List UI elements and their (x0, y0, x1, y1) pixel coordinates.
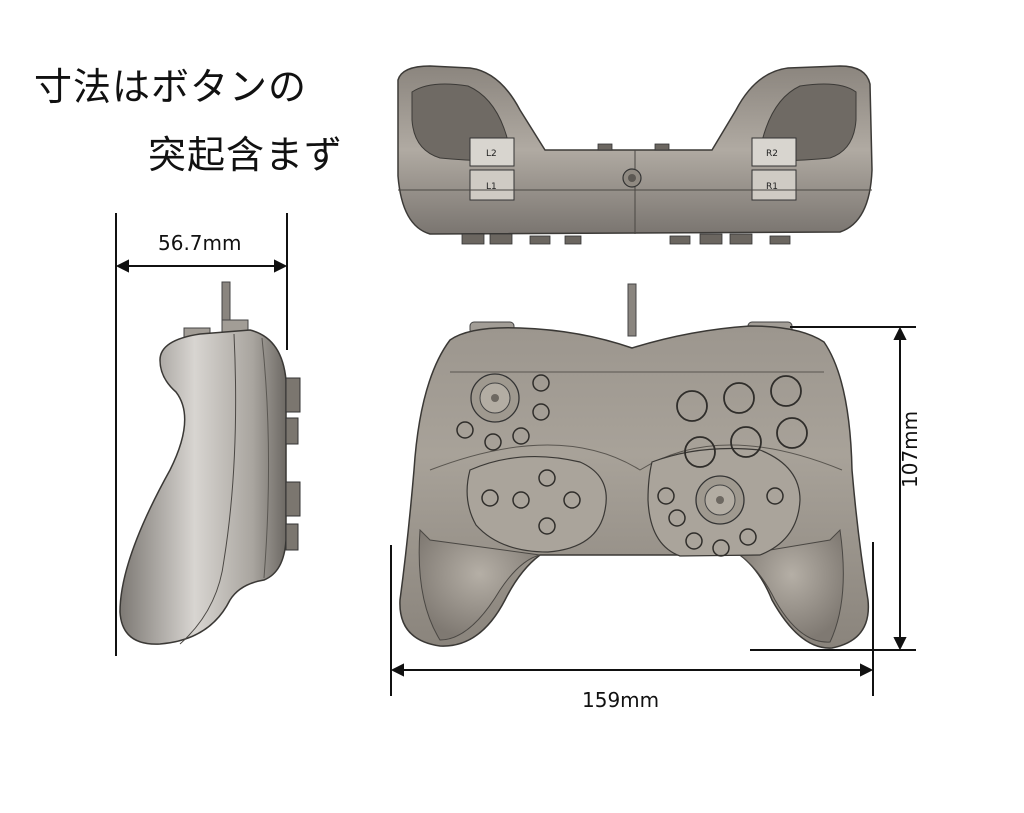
note-line-2: 突起含まず (148, 133, 344, 177)
top-view: L2 L1 R2 R1 (397, 65, 873, 245)
side-depth-dimension: 56.7mm (158, 231, 242, 255)
cable (221, 281, 231, 323)
side-view (119, 281, 301, 645)
small-buttons (456, 374, 784, 557)
l2-label: L2 (486, 149, 497, 159)
front-view (399, 283, 870, 649)
note-line-1: 寸法はボタンの (34, 65, 308, 109)
face-buttons (676, 375, 808, 468)
l1-label: L1 (486, 182, 497, 192)
width-dimension: 159mm (582, 688, 660, 712)
r1-label: R1 (766, 182, 778, 192)
r2-label: R2 (766, 149, 778, 159)
dimension-lines (115, 213, 916, 696)
cable (627, 283, 637, 337)
